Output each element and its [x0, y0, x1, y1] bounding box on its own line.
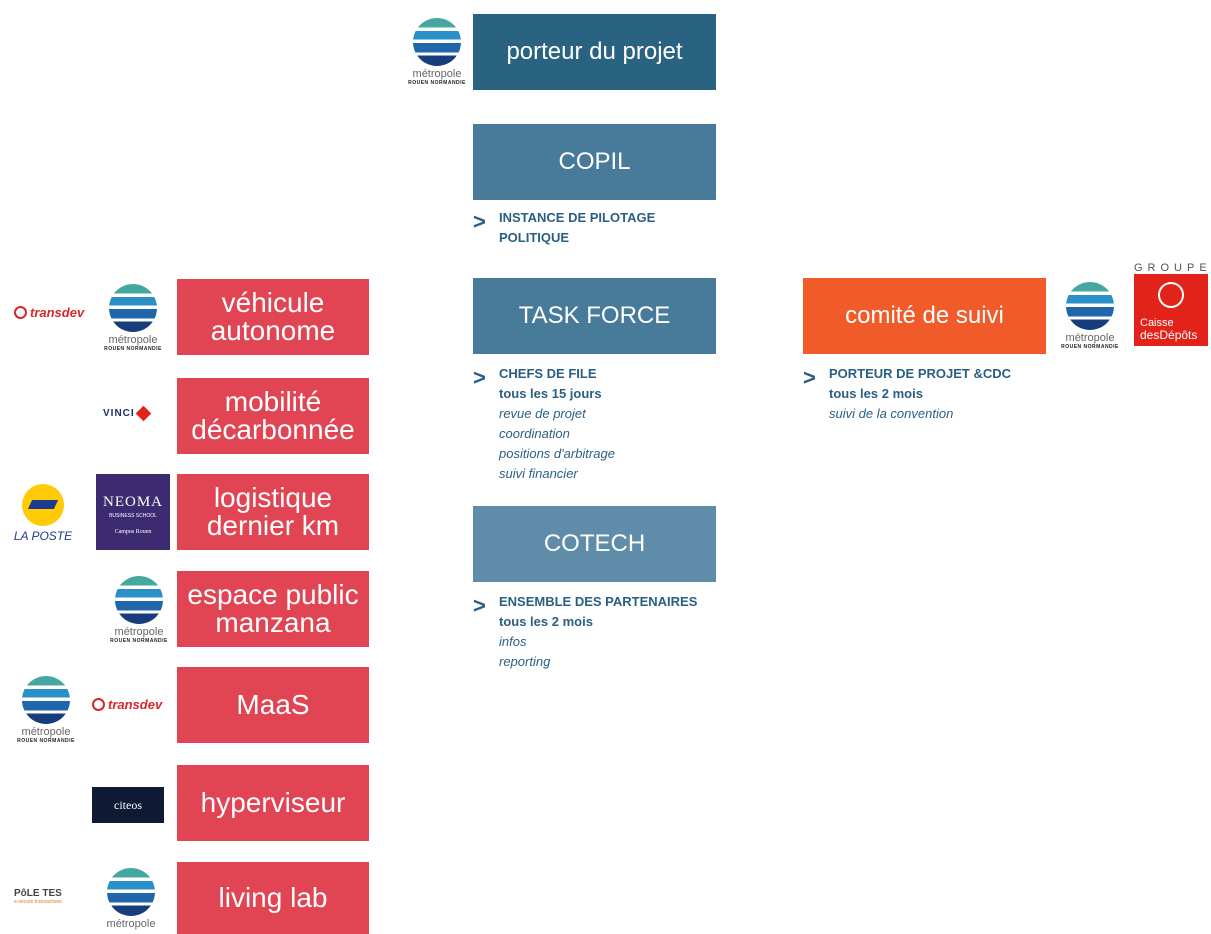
workpackage-box: véhicule autonome — [177, 279, 369, 355]
workpackage-label: véhicule autonome — [210, 287, 336, 346]
cotech-note-item: reporting — [499, 654, 551, 669]
metropole-logo: métropole ROUEN NORMANDIE — [94, 576, 184, 644]
metropole-logo-sub: ROUEN NORMANDIE — [104, 346, 162, 352]
metropole-logo-sub: ROUEN NORMANDIE — [408, 80, 466, 86]
cdc-seal-icon — [1158, 282, 1184, 308]
metropole-logo-text: métropole — [412, 68, 462, 80]
suivi-note-item: suivi de la convention — [829, 406, 954, 421]
citeos-logo-text: citeos — [114, 797, 142, 812]
transdev-logo-text: transdev — [30, 305, 85, 320]
cdc-logo: GROUPE Caisse desDépôts — [1134, 262, 1211, 346]
neoma-logo: NEOMA BUSINESS SCHOOL Campus Rouen — [96, 474, 170, 550]
taskforce-note-item: suivi financier — [499, 466, 578, 481]
metropole-logo-sub: ROUEN NORMANDIE — [1061, 344, 1119, 350]
copil-note-line1: INSTANCE DE PILOTAGE — [499, 210, 656, 225]
workpackage-box: living lab — [177, 862, 369, 934]
vinci-icon — [135, 405, 151, 422]
metropole-logo: métropole ROUEN NORMANDIE — [1, 676, 91, 744]
cotech-note-title: ENSEMBLE DES PARTENAIRES — [499, 594, 698, 609]
metropole-disc-icon — [115, 576, 163, 624]
transdev-logo-text: transdev — [108, 697, 163, 712]
workpackage-label: living lab — [218, 882, 328, 913]
suivi-box: comité de suivi — [803, 278, 1046, 354]
porteur-label: porteur du projet — [506, 38, 683, 65]
neoma-logo-campus: Campus Rouen — [114, 529, 152, 535]
metropole-logo-text: métropole — [106, 918, 156, 930]
cdc-text-1: Caisse — [1140, 317, 1174, 329]
suivi-label: comité de suivi — [845, 302, 1004, 329]
suivi-note-title: PORTEUR DE PROJET &CDC — [829, 366, 1012, 381]
cotech-note-freq: tous les 2 mois — [499, 614, 593, 629]
taskforce-label: TASK FORCE — [518, 302, 671, 329]
chevron-right-icon: > — [473, 593, 486, 618]
metropole-logo-text: métropole — [1065, 332, 1115, 344]
workpackage-box: mobilité décarbonnée — [177, 378, 369, 454]
metropole-logo: métropole ROUEN NORMANDIE — [392, 18, 482, 86]
workpackage-label: logistique dernier km — [206, 482, 340, 541]
neoma-logo-sub: BUSINESS SCHOOL — [109, 513, 157, 519]
cotech-box: COTECH — [473, 506, 716, 582]
workpackage-box: espace public manzana — [177, 571, 369, 647]
laposte-logo: LA POSTE — [8, 484, 78, 543]
metropole-disc-icon — [413, 18, 461, 66]
workpackage-label: MaaS — [236, 689, 310, 720]
copil-box: COPIL — [473, 124, 716, 200]
neoma-logo-text: NEOMA — [103, 494, 163, 510]
workpackage-box: MaaS — [177, 667, 369, 743]
metropole-logo: métropole — [86, 868, 176, 930]
poletes-logo: PôLE TES e-secure transactions — [14, 888, 62, 905]
transdev-logo: transdev — [92, 697, 162, 712]
cotech-note-item: infos — [499, 634, 527, 649]
vinci-logo-text: VINCI — [103, 408, 135, 419]
copil-note-line2: POLITIQUE — [499, 230, 570, 245]
laposte-bird-icon — [22, 484, 64, 526]
laposte-logo-text: LA POSTE — [13, 529, 73, 543]
cdc-groupe-text: GROUPE — [1134, 262, 1211, 274]
taskforce-note-item: coordination — [499, 426, 570, 441]
vinci-logo: VINCI — [103, 405, 151, 422]
taskforce-box: TASK FORCE — [473, 278, 716, 354]
workpackage-box: logistique dernier km — [177, 474, 369, 550]
copil-note: > INSTANCE DE PILOTAGE POLITIQUE — [473, 208, 733, 248]
taskforce-note-item: positions d'arbitrage — [499, 446, 615, 461]
transdev-icon — [14, 306, 27, 319]
suivi-note-freq: tous les 2 mois — [829, 386, 923, 401]
chevron-right-icon: > — [803, 365, 816, 390]
workpackage-label: espace public manzana — [187, 579, 359, 638]
metropole-disc-icon — [1066, 282, 1114, 330]
metropole-logo-text: métropole — [108, 334, 158, 346]
taskforce-note-title: CHEFS DE FILE — [499, 366, 597, 381]
copil-label: COPIL — [558, 148, 631, 175]
chevron-right-icon: > — [473, 209, 486, 234]
taskforce-note-freq: tous les 15 jours — [499, 386, 602, 401]
workpackage-label: hyperviseur — [200, 787, 346, 818]
cdc-text-2: desDépôts — [1140, 328, 1198, 342]
poletes-logo-text: PôLE TES — [14, 888, 62, 899]
workpackage-label: mobilité décarbonnée — [191, 386, 355, 445]
taskforce-note: > CHEFS DE FILE tous les 15 jours revue … — [473, 364, 733, 484]
metropole-logo-sub: ROUEN NORMANDIE — [110, 638, 168, 644]
cdc-box: Caisse desDépôts — [1134, 274, 1208, 346]
metropole-disc-icon — [109, 284, 157, 332]
metropole-logo-text: métropole — [21, 726, 71, 738]
citeos-logo: citeos — [92, 787, 164, 823]
cotech-label: COTECH — [543, 530, 646, 557]
metropole-logo: métropole ROUEN NORMANDIE — [88, 284, 178, 352]
transdev-logo: transdev — [14, 305, 84, 320]
metropole-disc-icon — [107, 868, 155, 916]
transdev-icon — [92, 698, 105, 711]
suivi-note: > PORTEUR DE PROJET &CDC tous les 2 mois… — [803, 364, 1083, 424]
chevron-right-icon: > — [473, 365, 486, 390]
metropole-logo: métropole ROUEN NORMANDIE — [1045, 282, 1135, 350]
metropole-logo-sub: ROUEN NORMANDIE — [17, 738, 75, 744]
metropole-logo-text: métropole — [114, 626, 164, 638]
cotech-note: > ENSEMBLE DES PARTENAIRES tous les 2 mo… — [473, 592, 753, 672]
porteur-box: porteur du projet — [473, 14, 716, 90]
taskforce-note-item: revue de projet — [499, 406, 586, 421]
metropole-disc-icon — [22, 676, 70, 724]
workpackage-box: hyperviseur — [177, 765, 369, 841]
poletes-logo-sub: e-secure transactions — [14, 899, 62, 905]
